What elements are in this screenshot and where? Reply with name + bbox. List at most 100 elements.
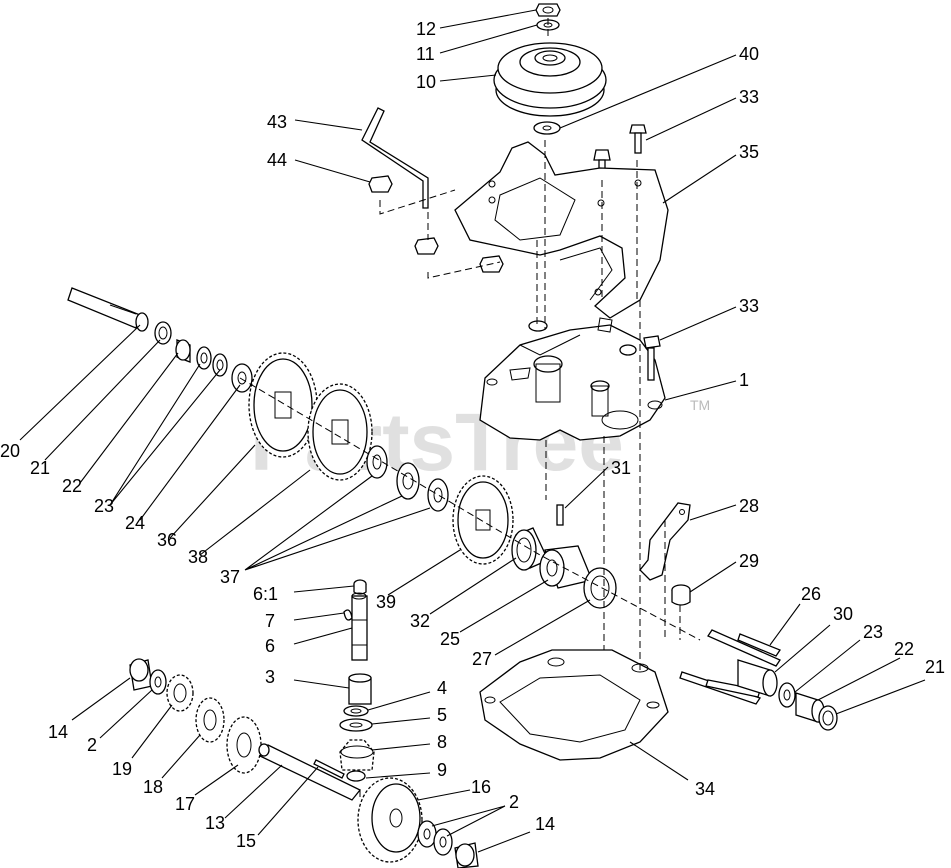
part-bearing-21-left [154, 321, 172, 345]
part-ring-9 [346, 770, 366, 782]
callout-31: 31 [611, 458, 631, 478]
callout-12: 12 [416, 19, 436, 39]
part-fork-28 [639, 502, 691, 581]
callout-16: 16 [471, 777, 491, 797]
callout-30: 30 [833, 604, 853, 624]
part-bolt-33-side [643, 335, 661, 381]
part-washer-5 [339, 718, 373, 732]
callout-21-right: 21 [925, 657, 945, 677]
part-washer-4 [343, 705, 369, 717]
callout-32: 32 [410, 611, 430, 631]
callout-28: 28 [739, 496, 759, 516]
part-key-15 [313, 759, 345, 779]
leader-lines [19, 9, 926, 853]
callout-5: 5 [437, 705, 447, 725]
part-cap-6-1 [353, 579, 367, 595]
part-rod-43 [361, 107, 429, 209]
callout-14-right: 14 [535, 814, 555, 834]
part-nuts-44-lower [414, 237, 548, 332]
callout-3: 3 [265, 667, 275, 687]
part-nut-44 [368, 175, 393, 193]
part-pulley-10 [493, 42, 607, 117]
part-washers-37 [366, 445, 449, 512]
part-pin-31 [556, 504, 564, 526]
callout-27: 27 [472, 649, 492, 669]
callout-17: 17 [175, 794, 195, 814]
callout-labels: 12 11 10 40 33 43 35 44 33 1 20 21 22 23… [0, 19, 945, 851]
part-bearing-27 [583, 567, 617, 609]
callout-21-left: 21 [30, 458, 50, 478]
part-gear-36 [248, 352, 318, 458]
part-gear-38 [307, 383, 373, 481]
callout-36: 36 [157, 530, 177, 550]
callout-1: 1 [739, 370, 749, 390]
callout-15: 15 [236, 831, 256, 851]
callout-19: 19 [112, 759, 132, 779]
part-key-7 [343, 609, 353, 621]
callout-26: 26 [801, 584, 821, 604]
callout-8: 8 [437, 732, 447, 752]
callout-2-right: 2 [509, 792, 519, 812]
callout-37: 37 [220, 567, 240, 587]
part-bracket-35 [454, 141, 669, 319]
part-clutch-dogs-26 [679, 629, 781, 705]
callout-33-side: 33 [739, 296, 759, 316]
part-sprocket-19 [166, 674, 194, 712]
callout-6: 6 [265, 636, 275, 656]
part-bushing-14-left [129, 658, 153, 691]
part-washer-2-left [149, 669, 167, 695]
part-bushing-3 [348, 673, 372, 705]
callout-20: 20 [0, 441, 20, 461]
callout-34: 34 [695, 779, 715, 799]
watermark-tm: TM [690, 397, 710, 413]
part-bushing-14-right [454, 842, 479, 868]
callout-23-right: 23 [863, 622, 883, 642]
callout-13: 13 [205, 813, 225, 833]
part-plug-29 [671, 584, 691, 606]
callout-24: 24 [125, 513, 145, 533]
callout-38: 38 [188, 547, 208, 567]
part-axle-13 [258, 743, 362, 801]
callout-40: 40 [739, 44, 759, 64]
callout-14-left: 14 [48, 722, 68, 742]
part-clutch-25 [539, 545, 593, 589]
callout-22-right: 22 [894, 639, 914, 659]
callout-4: 4 [437, 678, 447, 698]
callout-25: 25 [440, 629, 460, 649]
part-gear-39 [452, 475, 514, 565]
part-washer-40 [533, 121, 561, 135]
part-collar-30 [737, 659, 778, 697]
callout-44: 44 [267, 150, 287, 170]
callout-7: 7 [265, 611, 275, 631]
part-shaft-6 [351, 592, 368, 661]
part-bevel-gear-8 [339, 739, 375, 771]
part-housing-cover-1 [479, 317, 666, 441]
callout-2-left: 2 [87, 735, 97, 755]
callout-22-left: 22 [62, 476, 82, 496]
part-washers-23-left [196, 346, 228, 377]
part-gear-16 [357, 777, 423, 863]
part-washer-23-right [778, 682, 796, 708]
callout-9: 9 [437, 760, 447, 780]
part-shaft-20 [67, 287, 149, 332]
callout-39: 39 [376, 592, 396, 612]
callout-6-1: 6:1 [253, 584, 278, 604]
part-washers-2-right [417, 820, 453, 856]
part-housing-34 [479, 649, 669, 761]
callout-18: 18 [143, 777, 163, 797]
callout-29: 29 [739, 551, 759, 571]
callout-11: 11 [416, 44, 435, 64]
callout-35: 35 [739, 142, 759, 162]
callout-43: 43 [267, 112, 287, 132]
callout-23-left: 23 [94, 496, 114, 516]
part-bearing-32 [511, 527, 549, 571]
part-washer-24 [231, 363, 253, 393]
part-gear-17 [226, 716, 262, 774]
part-gear-18 [195, 697, 225, 743]
callout-10: 10 [416, 72, 436, 92]
part-nut-12 [535, 3, 561, 17]
part-bearing-21-right [818, 705, 838, 731]
callout-33-top: 33 [739, 87, 759, 107]
part-spacer-22-left [175, 339, 191, 363]
